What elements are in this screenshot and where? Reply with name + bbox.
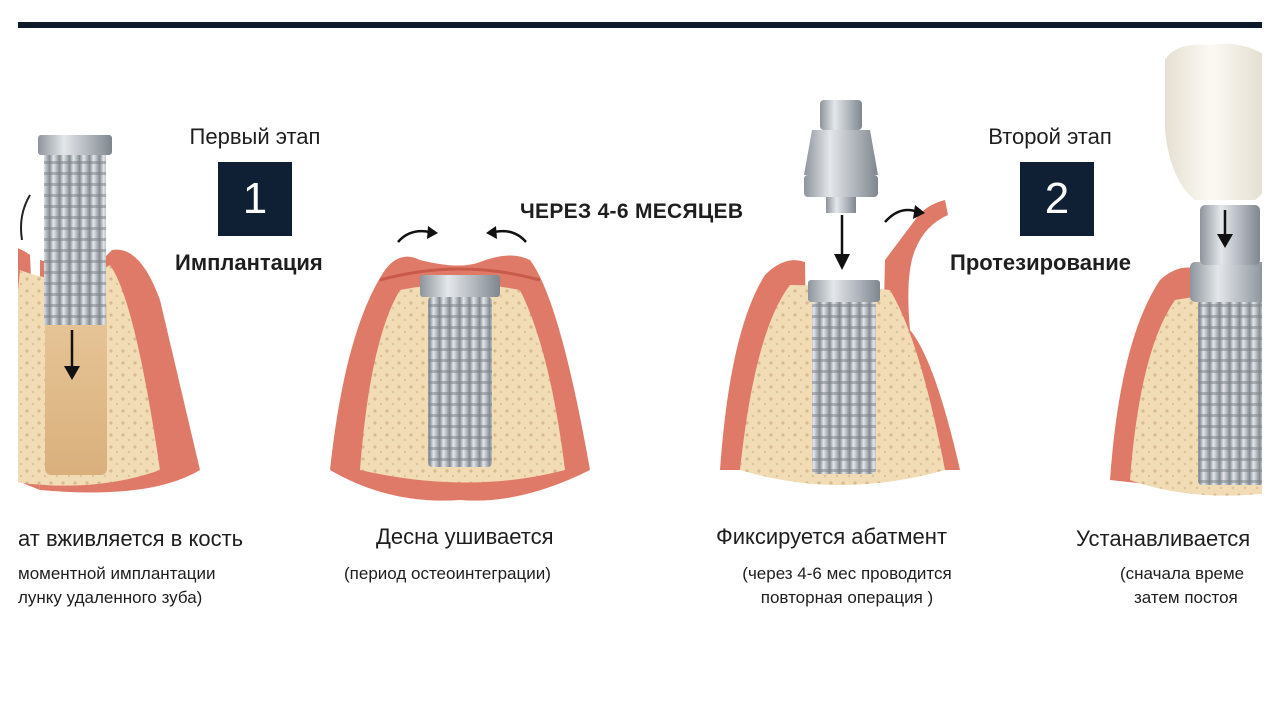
step1-note-line2: лунку удаленного зуба)	[18, 588, 203, 607]
step2-caption: Десна ушивается	[376, 524, 554, 549]
stage2-number-badge: 2	[1020, 162, 1094, 236]
step2-note-line1: (период остеоинтеграции)	[344, 564, 551, 583]
step4-note-line2: затем постоя	[1134, 588, 1238, 607]
panel-crown	[1110, 43, 1280, 496]
curved-arrow-icon	[493, 229, 527, 243]
stage1-title: Первый этап	[189, 124, 321, 149]
step3-caption: Фиксируется абатмент	[716, 524, 948, 549]
step4-note-line1: (сначала време	[1120, 564, 1245, 583]
step1-caption: ат вживляется в кость	[18, 526, 244, 551]
stage1-name: Имплантация	[175, 250, 323, 275]
right-margin	[1262, 0, 1280, 717]
step4-caption: Устанавливается	[1076, 526, 1251, 551]
panel-abutment	[720, 100, 960, 485]
top-rule	[18, 22, 1262, 28]
step1-note-line1: моментной имплантации	[18, 564, 216, 583]
panel-gum-sutured	[330, 226, 590, 501]
step3-note-line1: (через 4-6 мес проводится	[742, 564, 952, 583]
curved-arrow-icon	[884, 208, 919, 223]
step3-note-line2: повторная операция )	[760, 588, 934, 607]
curved-arrow-icon	[397, 229, 431, 243]
stage1-number-badge: 1	[218, 162, 292, 236]
left-margin	[0, 0, 18, 717]
stage2-name: Протезирование	[950, 250, 1132, 275]
interval-label: ЧЕРЕЗ 4-6 МЕСЯЦЕВ	[520, 200, 744, 223]
stage2-title: Второй этап	[988, 124, 1112, 149]
panel-implantation	[0, 135, 200, 493]
